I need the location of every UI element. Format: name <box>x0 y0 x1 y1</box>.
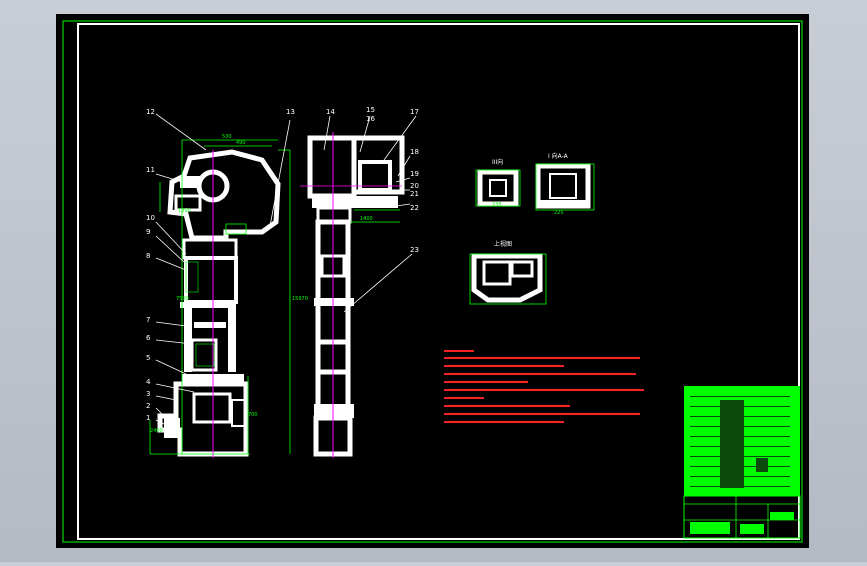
part-label-11: 11 <box>146 166 155 174</box>
dim-view1: 235 <box>492 202 502 208</box>
side-view-annotations <box>300 115 417 458</box>
part-label-5: 5 <box>146 354 150 362</box>
part-label-18: 18 <box>410 148 419 156</box>
section-view-b <box>535 163 595 211</box>
dim-mid: 1350 <box>178 208 191 214</box>
part-label-12: 12 <box>146 108 155 116</box>
part-label-22: 22 <box>410 204 419 212</box>
section-view-c-title: 上视图 <box>494 240 512 248</box>
dim-base: 2400 <box>150 428 163 434</box>
dim-view2: 225 <box>554 210 564 216</box>
part-label-4: 4 <box>146 378 151 386</box>
part-label-21: 21 <box>410 190 419 198</box>
section-view-a-title: III向 <box>492 158 503 166</box>
outer-border <box>62 20 803 543</box>
dim-span: 7500 <box>176 296 189 302</box>
section-view-b-title: I 向A-A <box>548 152 569 160</box>
dim-top2: 490 <box>236 140 246 146</box>
dim-top: 530 <box>222 134 232 140</box>
part-label-20: 20 <box>410 182 419 190</box>
part-label-14: 14 <box>326 108 335 116</box>
part-label-2: 2 <box>146 402 150 410</box>
part-label-10: 10 <box>146 214 155 222</box>
technical-notes <box>444 350 644 423</box>
part-label-23: 23 <box>410 246 419 254</box>
section-view-a <box>475 169 521 207</box>
part-label-16: 16 <box>366 115 375 123</box>
part-label-8: 8 <box>146 252 150 260</box>
part-label-15: 15 <box>366 106 375 114</box>
title-block <box>683 386 801 539</box>
dim-side: 1400 <box>360 216 373 222</box>
part-label-19: 19 <box>410 170 419 178</box>
inner-frame <box>77 23 800 540</box>
part-label-1: 1 <box>146 414 150 422</box>
part-label-3: 3 <box>146 390 150 398</box>
dim-height: 15970 <box>292 296 308 302</box>
part-label-9: 9 <box>146 228 150 236</box>
part-label-17: 17 <box>410 108 419 116</box>
section-view-c <box>469 253 547 305</box>
front-view-annotations <box>149 113 291 458</box>
part-label-6: 6 <box>146 334 151 342</box>
dim-right: 700 <box>248 412 258 418</box>
sheet-background <box>56 14 809 548</box>
part-label-13: 13 <box>286 108 295 116</box>
part-label-7: 7 <box>146 316 150 324</box>
